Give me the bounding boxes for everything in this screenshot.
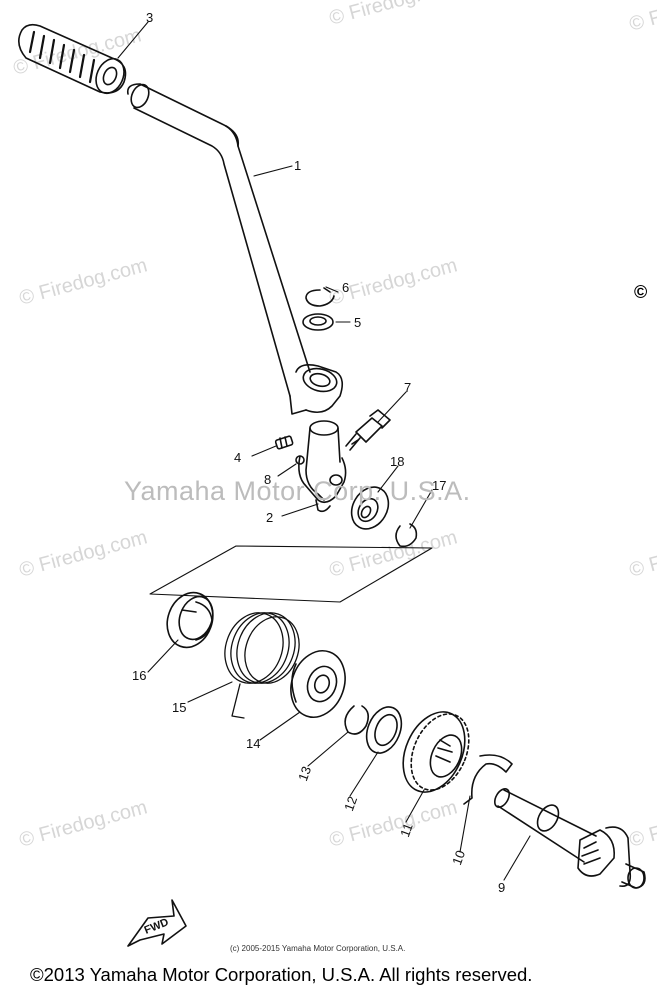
center-watermark: Yamaha Motor Corp. U.S.A.: [124, 476, 471, 506]
part-kick-gear: [402, 711, 470, 793]
callout-4: 4: [234, 450, 241, 465]
callout-3: 3: [146, 10, 153, 25]
side-copyright-mark: ©: [634, 282, 648, 302]
small-copyright: (c) 2005-2015 Yamaha Motor Corporation, …: [230, 944, 406, 953]
part-spring-cover: [290, 650, 346, 718]
callout-8: 8: [264, 472, 271, 487]
part-kick-boss: [298, 420, 347, 513]
callout-16: 16: [132, 668, 146, 683]
part-ball: [295, 455, 305, 465]
part-washer: [302, 313, 334, 331]
part-torsion-spring: [224, 612, 300, 719]
callout-6: 6: [342, 280, 349, 295]
part-circlip: [305, 287, 335, 307]
part-clip-spring: [463, 754, 513, 805]
callout-13: 13: [295, 764, 314, 783]
alignment-outline: [149, 545, 433, 603]
callout-11: 11: [397, 821, 416, 839]
callout-7: 7: [404, 380, 411, 395]
callout-1: 1: [294, 158, 301, 173]
callout-18: 18: [390, 454, 404, 469]
part-clip-17: [395, 523, 418, 548]
callout-14: 14: [246, 736, 260, 751]
callout-12: 12: [341, 794, 360, 813]
callout-17: 17: [432, 478, 446, 493]
callout-10: 10: [449, 848, 468, 867]
callout-numbers: 3 1 6 5 7 4 8 18 17 2 16 15 14 13 12 11 …: [132, 10, 505, 895]
leader-lines: [117, 21, 531, 881]
part-kick-axle: [493, 788, 646, 889]
part-small-bolt: [274, 435, 294, 450]
part-snap-ring: [344, 705, 370, 735]
footer-copyright: ©2013 Yamaha Motor Corporation, U.S.A. A…: [30, 964, 533, 985]
callout-5: 5: [354, 315, 361, 330]
fwd-arrow: FWD: [127, 899, 187, 947]
callout-9: 9: [498, 880, 505, 895]
callout-15: 15: [172, 700, 186, 715]
callout-2: 2: [266, 510, 273, 525]
part-washer-12: [365, 706, 403, 754]
part-grip: [18, 23, 127, 95]
part-kick-lever: [126, 83, 344, 415]
part-spring-guide: [166, 591, 214, 649]
